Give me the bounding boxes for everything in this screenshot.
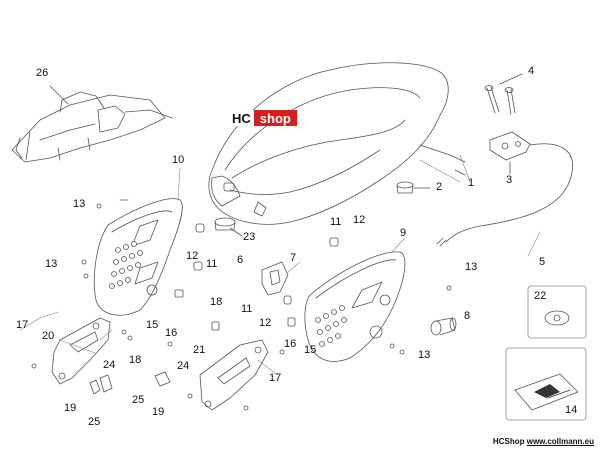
callout-13: 13 [418, 349, 431, 361]
callout-13: 13 [45, 258, 58, 270]
manual-drawing [514, 373, 579, 411]
callout-25: 25 [132, 394, 145, 406]
part-14-box [505, 347, 587, 421]
left-side-panel-drawing [94, 198, 183, 316]
callout-7: 7 [290, 252, 297, 264]
right-side-panel-drawing [304, 251, 406, 362]
shop-logo: HC shop [229, 110, 313, 126]
callout-15: 15 [146, 319, 159, 331]
callout-8: 8 [464, 310, 471, 322]
callout-12: 12 [186, 250, 199, 262]
callout-5: 5 [539, 256, 546, 268]
callout-13: 13 [73, 198, 86, 210]
callout-21: 21 [193, 344, 206, 356]
callout-19: 19 [64, 402, 77, 414]
callout-9: 9 [400, 227, 407, 239]
callout-11: 11 [241, 303, 253, 315]
callout-1: 1 [468, 177, 475, 189]
callout-11: 11 [206, 258, 218, 270]
buffer-drawing [214, 217, 243, 237]
part-22-box [527, 285, 587, 339]
callout-16: 16 [284, 338, 297, 350]
logo-shop-text: shop [253, 110, 297, 126]
left-footrest-bracket-drawing [51, 317, 111, 385]
callout-2: 2 [436, 181, 443, 193]
callout-11: 11 [330, 216, 342, 228]
lock-cable-drawing [436, 131, 573, 247]
callout-23: 23 [243, 231, 256, 243]
callout-19: 19 [152, 406, 165, 418]
callout-12: 12 [353, 214, 366, 226]
hardware-drawing [31, 199, 452, 411]
callout-17: 17 [16, 319, 29, 331]
callout-10: 10 [172, 154, 185, 166]
callout-18: 18 [129, 354, 142, 366]
gasket-drawing [544, 310, 570, 326]
callout-14: 14 [565, 404, 578, 416]
leader-lines [19, 154, 541, 375]
callout-24: 24 [177, 360, 190, 372]
callout-26: 26 [36, 67, 49, 79]
tray-drawing [11, 85, 173, 163]
callout-13: 13 [465, 261, 478, 273]
callout-22: 22 [534, 290, 547, 302]
callout-4: 4 [528, 65, 535, 77]
footer-shop-name: HCShop [492, 437, 525, 446]
lock-cylinder-drawing [430, 317, 457, 336]
screws-drawing [484, 73, 523, 115]
callout-15: 15 [304, 344, 317, 356]
callout-20: 20 [42, 330, 55, 342]
bracket-drawing [261, 261, 289, 296]
callout-3: 3 [506, 174, 513, 186]
rubber-buffer-drawing [396, 181, 431, 194]
callout-18: 18 [210, 296, 223, 308]
footer-url[interactable]: www.collmann.eu [526, 437, 594, 446]
right-footrest-bracket-drawing [199, 339, 269, 411]
callout-16: 16 [165, 327, 178, 339]
callout-24: 24 [103, 359, 116, 371]
callout-25: 25 [88, 416, 101, 428]
seat-drawing [208, 62, 466, 225]
callout-6: 6 [237, 254, 244, 266]
logo-hc-text: HC [229, 110, 254, 126]
footer-credit: HCShop www.collmann.eu [493, 437, 594, 446]
callout-12: 12 [259, 317, 272, 329]
callout-17: 17 [269, 372, 282, 384]
